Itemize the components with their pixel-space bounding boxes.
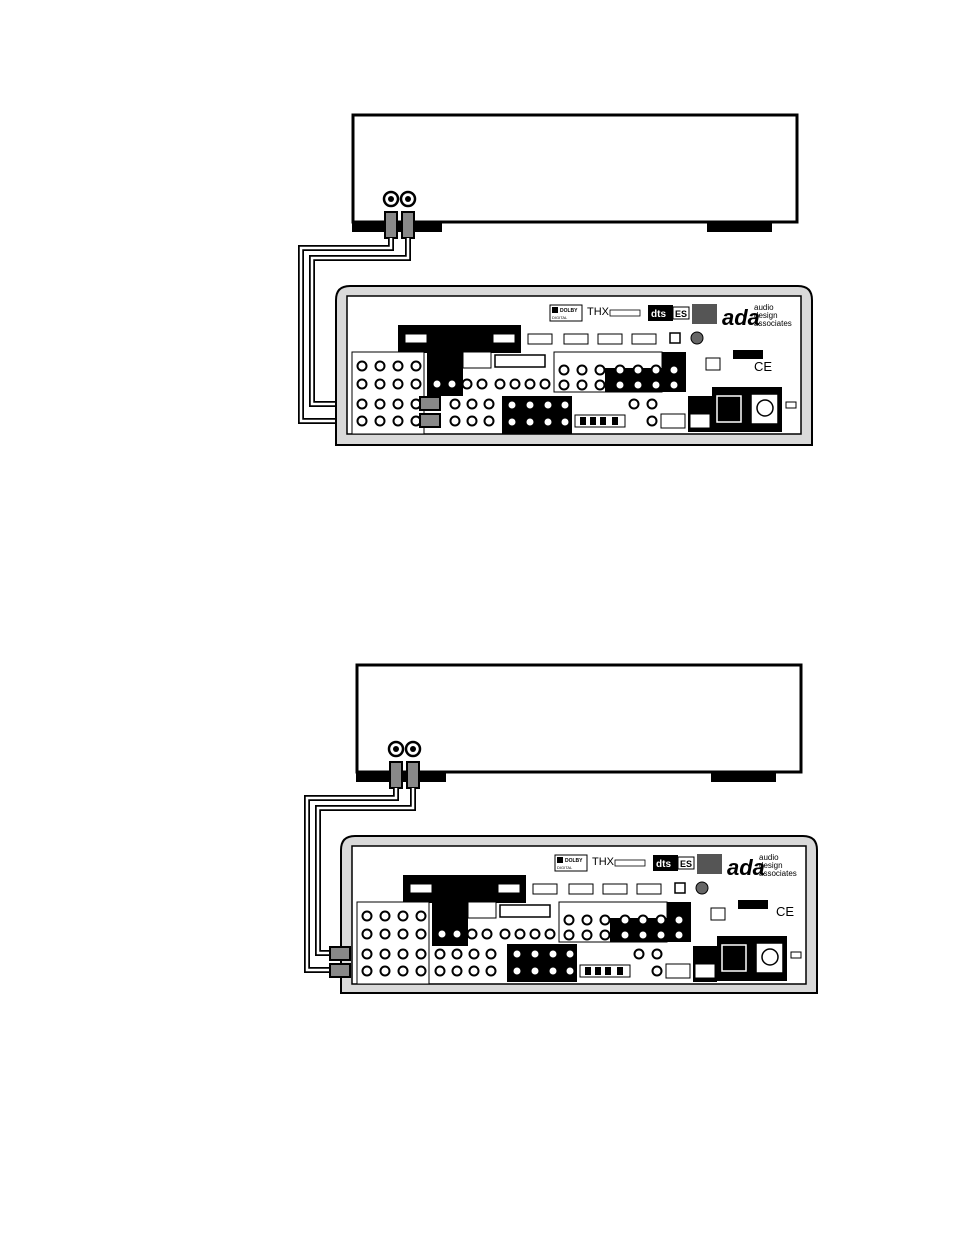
thx-badge: THX: [587, 306, 610, 318]
receiver-panel-2: DOLBY DIGITAL THX dts ES ada audio desig…: [329, 835, 818, 994]
rca-plug-left: [384, 211, 398, 239]
receiver-plug-2b: [329, 963, 351, 978]
diagram-2: DOLBY DIGITAL THX dts ES ada audio desig…: [304, 663, 818, 994]
ce-mark: CE: [754, 359, 772, 374]
rca-plug-right-2: [406, 761, 420, 789]
ada-logo-associates: associates: [754, 319, 792, 328]
ada-logo-design-2: design: [759, 861, 783, 870]
thx-badge-2: THX: [592, 856, 615, 868]
dts-badge: dts: [651, 309, 666, 320]
dolby-badge: DOLBY: [560, 308, 578, 314]
receiver-plug-2a: [329, 946, 351, 961]
ce-mark-2: CE: [776, 904, 794, 919]
ada-logo-design: design: [754, 311, 778, 320]
audio-cables-2: [304, 788, 416, 973]
receiver-panel-1: DOLBY DIGITAL THX dts ES ada audio desig…: [335, 285, 813, 446]
digital-badge-2: DIGITAL: [557, 865, 573, 870]
receiver-plug-1a: [419, 396, 441, 411]
ada-logo-mark: ada: [722, 305, 760, 330]
diagram-1: DOLBY DIGITAL THX dts ES ada audio desig…: [298, 113, 813, 446]
es-badge-2: ES: [680, 859, 692, 869]
ada-logo-mark-2: ada: [727, 855, 765, 880]
ada-logo-associates-2: associates: [759, 869, 797, 878]
dolby-badge-2: DOLBY: [565, 858, 583, 864]
ada-logo-audio: audio: [754, 303, 774, 312]
rca-plug-left-2: [389, 761, 403, 789]
dts-badge-2: dts: [656, 859, 671, 870]
source-component-2: [355, 663, 803, 789]
digital-badge: DIGITAL: [552, 315, 568, 320]
receiver-plug-1b: [419, 413, 441, 428]
es-badge: ES: [675, 309, 687, 319]
rca-plug-right: [401, 211, 415, 239]
source-component-1: [351, 113, 799, 239]
ada-logo-audio-2: audio: [759, 853, 779, 862]
